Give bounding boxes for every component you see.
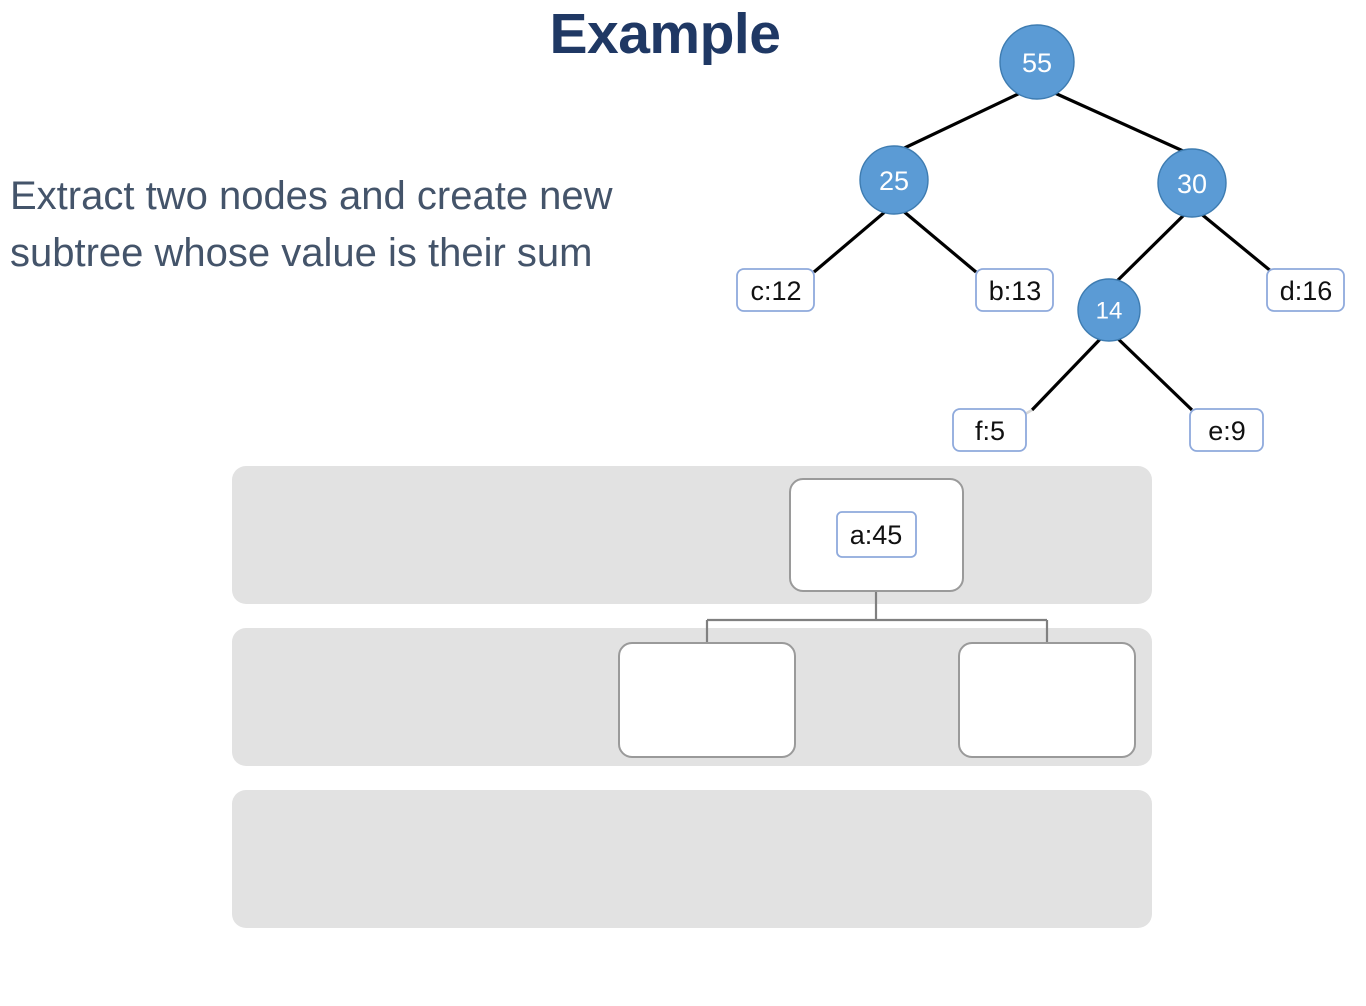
org-node-parent: a:45 <box>789 478 964 592</box>
tree-node-55-label: 55 <box>1022 48 1052 78</box>
org-chart-diagram: a:45 <box>618 478 1136 758</box>
tree-leaf-b13-label: b:13 <box>989 276 1042 306</box>
tree-leaf-b13-box <box>975 268 1054 312</box>
tree-node-30: 30 <box>1157 148 1227 218</box>
tree-edge-30-d16 <box>1192 206 1274 274</box>
tree-node-25: 25 <box>859 145 929 215</box>
bullet-list: • Extract two nodes and create new subtr… <box>0 168 676 282</box>
huffman-tree-diagram: c:12 b:13 d:16 f:5 e:9 55 25 <box>736 24 1345 452</box>
tree-edge-25-c12 <box>812 203 895 274</box>
bullet-marker-icon: • <box>0 168 10 224</box>
org-node-parent-label: a:45 <box>850 520 903 550</box>
tree-leaf-c12-label: c:12 <box>750 276 801 306</box>
tree-edge-55-30 <box>1036 83 1193 157</box>
tree-node-14-label: 14 <box>1096 298 1123 325</box>
tree-edge-55-25 <box>895 83 1038 154</box>
tree-leaf-f5-box <box>952 408 1027 452</box>
tree-node-55-circle <box>999 24 1075 100</box>
org-node-child-left <box>618 642 796 758</box>
tree-node-14-circle <box>1077 278 1141 342</box>
tree-leaf-b13: b:13 <box>975 268 1054 312</box>
tree-edges <box>812 83 1274 432</box>
page-title: Example <box>549 2 781 66</box>
tree-leaf-d16-box <box>1266 268 1345 312</box>
bullet-text: Extract two nodes and create new subtree… <box>10 174 613 275</box>
tree-edge-14-e9 <box>1110 331 1194 412</box>
tree-leaf-e9-label: e:9 <box>1208 416 1246 446</box>
row-band-3 <box>232 790 1152 928</box>
org-node-parent-value-box <box>836 511 917 558</box>
tree-node-55: 55 <box>999 24 1075 100</box>
tree-leaf-e9: e:9 <box>1189 408 1264 452</box>
tree-leaf-d16-label: d:16 <box>1280 276 1333 306</box>
org-node-child-left-box <box>618 642 796 758</box>
tree-leaf-c12-box <box>736 268 815 312</box>
tree-node-30-label: 30 <box>1177 169 1207 199</box>
tree-leaf-f5-label: f:5 <box>975 416 1005 446</box>
tree-node-30-circle <box>1157 148 1227 218</box>
org-node-child-right-box <box>958 642 1136 758</box>
tree-edge-30-14 <box>1111 206 1193 287</box>
tree-node-25-label: 25 <box>879 166 909 196</box>
tree-leaf-c12: c:12 <box>736 268 815 312</box>
org-connectors <box>705 590 1049 643</box>
tree-leaf-f5: f:5 <box>952 408 1027 452</box>
row-band-1 <box>232 466 1152 604</box>
org-node-child-right <box>958 642 1136 758</box>
tree-node-14: 14 <box>1077 278 1141 342</box>
tree-edge-25-b13 <box>894 203 978 274</box>
tree-node-25-circle <box>859 145 929 215</box>
tree-leaf-d16: d:16 <box>1266 268 1345 312</box>
tree-edge-14-f5 <box>1030 331 1108 412</box>
tree-leaf-e9-box <box>1189 408 1264 452</box>
list-item: • Extract two nodes and create new subtr… <box>0 168 676 282</box>
